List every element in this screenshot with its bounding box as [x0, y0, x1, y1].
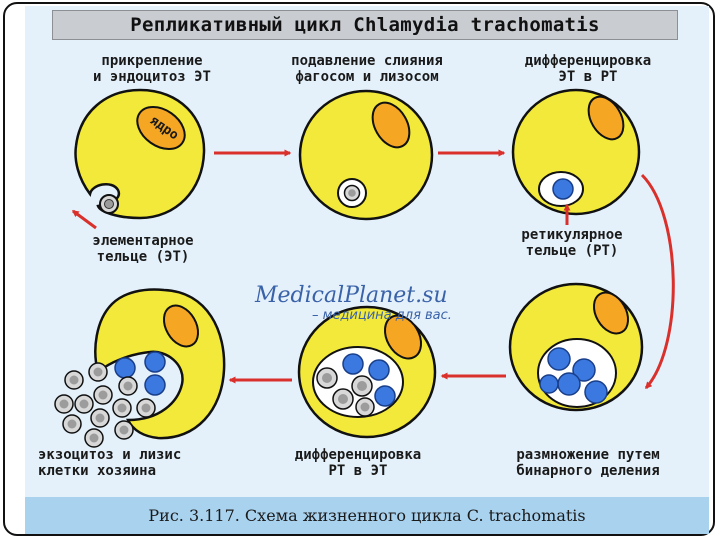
stage-1-label: прикрепление и эндоцитоз ЭТ — [92, 53, 211, 85]
reticulate-body-label: ретикулярное тельце (РТ) — [521, 227, 623, 259]
et-pointer-arrow — [71, 209, 97, 230]
nucleus — [162, 304, 200, 348]
cell-stage-4 — [508, 282, 644, 412]
diagram-title: Репликативный цикл Chlamydia trachomatis — [130, 14, 600, 36]
cell-stage-6 — [54, 288, 226, 448]
nucleus — [383, 314, 423, 360]
reticulate-body — [552, 178, 574, 200]
stage-6-label: экзоцитоз и лизис клетки хозяина — [38, 447, 182, 479]
stage-5-label: дифференцировка РТ в ЭТ — [294, 447, 422, 479]
cell-stage-2 — [298, 89, 434, 221]
reticulate-body — [374, 385, 396, 407]
stage-2-label: подавление слияния фагосом и лизосом — [291, 53, 443, 85]
stage-3-label: дифференцировка ЭТ в РТ — [524, 53, 652, 85]
nucleus — [587, 95, 625, 141]
cell-stage-5 — [297, 305, 437, 439]
cell-stage-3 — [511, 88, 641, 216]
nucleus — [592, 291, 630, 335]
reticulate-body — [557, 372, 581, 396]
figure-caption: Рис. 3.117. Схема жизненного цикла C. tr… — [148, 506, 586, 525]
process-arrows — [71, 149, 675, 390]
reticulate-body — [144, 351, 166, 373]
reticulate-body — [114, 357, 136, 379]
cell-stage-1: ядро — [74, 88, 206, 220]
released-elementary-bodies — [54, 362, 156, 448]
watermark-site: MedicalPlanet.su — [255, 283, 448, 308]
reticulate-body — [547, 347, 571, 371]
reticulate-body — [584, 380, 608, 404]
watermark-tagline: – медицина для вас. — [312, 308, 452, 323]
reticulate-body — [144, 374, 166, 396]
nucleus — [136, 106, 186, 150]
reticulate-body — [539, 374, 559, 394]
reticulate-body — [342, 353, 364, 375]
nucleus — [371, 101, 411, 149]
stage-4-label: размножение путем бинарного деления — [516, 447, 660, 479]
title-bar: Репликативный цикл Chlamydia trachomatis — [52, 10, 678, 40]
reticulate-body — [368, 359, 390, 381]
reticulate-body — [572, 358, 596, 382]
caption-bar: Рис. 3.117. Схема жизненного цикла C. tr… — [25, 497, 709, 534]
arrow-3-to-4 — [640, 173, 675, 390]
elementary-body-label: элементарное тельце (ЭТ) — [92, 233, 194, 265]
